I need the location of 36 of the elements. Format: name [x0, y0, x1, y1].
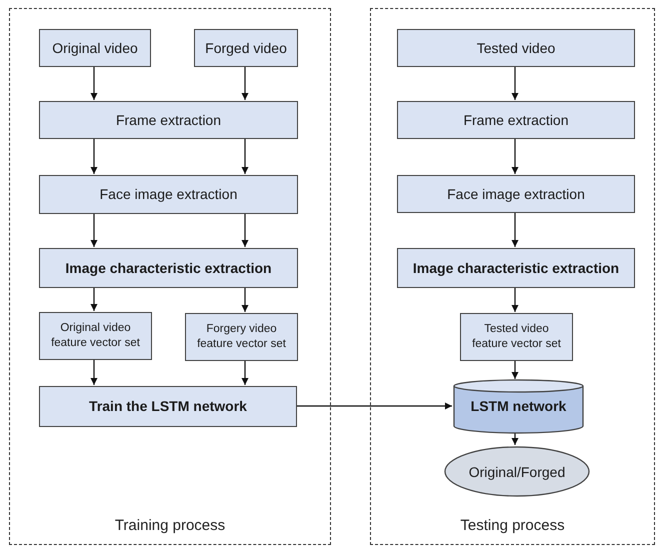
database-cylinder: LSTM network: [453, 379, 584, 433]
process-box: Tested video: [397, 29, 635, 67]
arrow: [296, 402, 452, 410]
dashed-group-frame: [370, 8, 655, 545]
process-box: Train the LSTM network: [39, 386, 297, 427]
arrow: [512, 138, 518, 174]
process-box: Frame extraction: [39, 101, 298, 139]
arrow: [512, 287, 518, 312]
arrow: [512, 66, 518, 100]
dashed-group-frame: [9, 8, 331, 545]
process-box: Frame extraction: [397, 101, 635, 139]
group-title: Training process: [114, 517, 226, 534]
arrow: [90, 359, 98, 385]
group-title: Testing process: [459, 517, 566, 534]
arrow: [90, 213, 98, 247]
arrow: [90, 287, 98, 311]
process-box: Forged video: [194, 29, 298, 67]
arrow: [242, 213, 248, 247]
process-box: Forgery video feature vector set: [185, 313, 298, 361]
process-box: Original video feature vector set: [39, 312, 152, 360]
process-box: Face image extraction: [39, 175, 298, 214]
process-box: Image characteristic extraction: [39, 248, 298, 288]
arrow: [512, 432, 518, 445]
process-box: Image characteristic extraction: [397, 248, 635, 288]
result-ellipse: Original/Forged: [444, 446, 590, 497]
arrow: [242, 66, 248, 100]
arrow: [242, 360, 248, 385]
arrow: [90, 66, 98, 100]
arrow: [90, 138, 98, 174]
arrow: [242, 287, 248, 312]
arrow: [512, 212, 518, 247]
arrow: [242, 138, 248, 174]
process-box: Original video: [39, 29, 151, 67]
process-box: Tested video feature vector set: [460, 313, 573, 361]
process-box: Face image extraction: [397, 175, 635, 213]
arrow: [512, 360, 518, 379]
